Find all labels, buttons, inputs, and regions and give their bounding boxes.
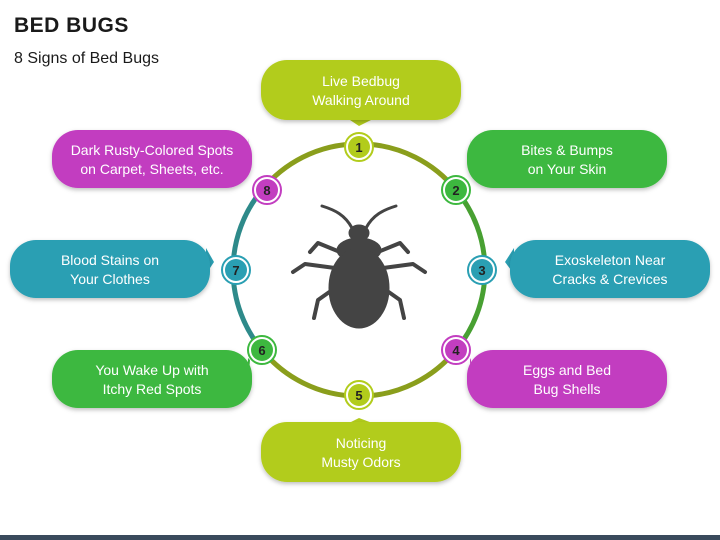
bedbug-silhouette-icon: [291, 204, 427, 329]
sign-number-badge: [251, 339, 273, 361]
sign-number-badge: [256, 179, 278, 201]
sign-box: [10, 240, 210, 298]
sign-box: [52, 130, 252, 188]
sign-number: 5: [355, 388, 362, 403]
sign-number: 2: [452, 183, 459, 198]
sign-box: [52, 350, 252, 408]
sign-number: 4: [452, 343, 460, 358]
sign-box: [261, 60, 461, 120]
sign-number: 1: [355, 140, 362, 155]
sign-box: [467, 130, 667, 188]
sign-box: [467, 350, 667, 408]
sign-number-badge: [471, 259, 493, 281]
footer-bar: [0, 535, 720, 540]
sign-number-badge: [348, 136, 370, 158]
sign-number-badge: [225, 259, 247, 281]
page-subtitle: 8 Signs of Bed Bugs: [14, 50, 159, 67]
sign-box: [261, 422, 461, 482]
sign-number-badge: [348, 384, 370, 406]
sign-number-badge: [445, 179, 467, 201]
page-title: BED BUGS: [14, 14, 129, 37]
sign-number: 8: [263, 183, 270, 198]
sign-number: 7: [232, 263, 239, 278]
sign-number: 3: [478, 263, 485, 278]
sign-box: [510, 240, 710, 298]
sign-number: 6: [258, 343, 265, 358]
sign-number-badge: [445, 339, 467, 361]
